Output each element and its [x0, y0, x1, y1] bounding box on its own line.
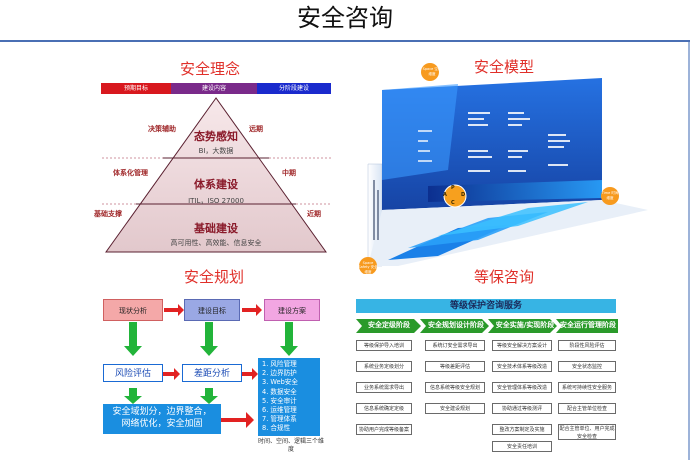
step-grading: 安全定级阶段: [368, 321, 410, 329]
concept-pyramid: [100, 97, 332, 253]
db-item: 等级差距评估: [425, 361, 485, 372]
planning-arrows: [124, 304, 298, 428]
box-plan-items: 1. 风险管理 2. 边界防护 3. Web安全 4. 数据安全 5. 安全审计…: [258, 358, 320, 436]
security-model-3d: [359, 63, 648, 274]
plan-item: 1. 风险管理: [262, 360, 297, 368]
db-item: 等级安全解决方案设计: [492, 340, 552, 351]
plan-item: 6. 运维管理: [262, 406, 297, 415]
box-plan: 建设方案: [264, 299, 320, 321]
db-item: 业务系统需求导出: [356, 382, 412, 393]
tier-base-sub: 高可用性、高效能、信息安全: [170, 239, 262, 247]
step-design: 安全规划设计阶段: [428, 321, 484, 329]
db-item: 阶段性风险评估: [558, 340, 616, 351]
db-item: 配合主管单位、用户完成安全检查: [558, 424, 616, 440]
page-title: 安全咨询: [297, 4, 393, 32]
box-risk-assessment: 风险评估: [103, 364, 163, 382]
right-border: [688, 42, 690, 460]
model-corner-space: Space 空间维度: [422, 67, 442, 76]
db-item: 安全建设规划: [425, 403, 485, 414]
tier-top-title: 态势感知: [194, 130, 238, 143]
left-label-system: 体系化管理: [113, 169, 148, 177]
db-item: 协助用户完成等级备案: [356, 424, 412, 435]
dengbao-section-title: 等保咨询: [474, 268, 535, 286]
model-corner-safety: Space Safety 安全维度: [358, 261, 378, 274]
plan-item: 7. 管理体系: [262, 415, 297, 424]
box-current-analysis: 现状分析: [103, 299, 163, 321]
pdca-a: A: [443, 192, 447, 198]
model-corner-time: Time 时间维度: [601, 191, 619, 200]
right-label-far: 远期: [249, 125, 263, 133]
db-item: 安全管理体系等级改造: [492, 382, 552, 393]
step-implement: 安全实施/实现阶段: [495, 321, 555, 329]
concept-bar-goal: 预期目标: [101, 83, 171, 94]
left-label-base: 基础支撑: [94, 210, 122, 218]
planning-section-title: 安全规划: [184, 268, 245, 286]
plan-item: 8. 合规性: [262, 424, 291, 433]
step-operate: 安全运行管理阶段: [560, 321, 616, 329]
pdca-c: C: [451, 200, 455, 206]
db-item: 等级保护导入培训: [356, 340, 412, 351]
dengbao-step-arrows: [356, 319, 618, 333]
concept-bar-content: 建设内容: [171, 83, 257, 94]
title-divider: [0, 40, 690, 42]
db-item: 系统业务定级划分: [356, 361, 412, 372]
db-item: 整改方案制定及实施: [492, 424, 552, 435]
box-goal: 建设目标: [184, 299, 240, 321]
db-item: 协助通过等级测评: [492, 403, 552, 414]
tier-top-sub: BI，大数据: [198, 147, 234, 155]
dengbao-header: 等级保护咨询服务: [356, 299, 616, 313]
tier-mid-sub: ITIL，ISO 27000: [188, 197, 244, 205]
db-item: 信息系统确定定级: [356, 403, 412, 414]
plan-item: 5. 安全审计: [262, 396, 297, 405]
db-item: 安全技术体系等级改造: [492, 361, 552, 372]
db-item: 系统订安全需求导出: [425, 340, 485, 351]
db-item: 安全责任培训: [492, 441, 552, 452]
tier-base-title: 基础建设: [194, 222, 238, 235]
concept-section-title: 安全理念: [180, 60, 241, 78]
tier-mid-title: 体系建设: [194, 178, 238, 191]
planning-footer-note: 时间、空间、逻辑三个维度: [258, 438, 325, 453]
pdca-p: P: [451, 185, 455, 191]
box-plan-measures: 安全域划分，边界整合，网络优化，安全加固: [103, 404, 221, 434]
left-label-decision: 决策辅助: [148, 125, 176, 133]
model-section-title: 安全模型: [474, 58, 535, 76]
right-label-mid: 中期: [282, 169, 296, 177]
pdca-d: D: [461, 192, 466, 198]
plan-item: 4. 数据安全: [262, 387, 297, 396]
plan-item: 2. 边界防护: [262, 369, 297, 378]
box-gap-analysis: 差距分析: [182, 364, 242, 382]
right-label-near: 近期: [307, 210, 321, 218]
concept-bar-phase: 分阶段建设: [257, 83, 331, 94]
db-item: 配合主管单位检查: [558, 403, 616, 414]
plan-item: 3. Web安全: [262, 378, 298, 387]
db-item: 信息系统等级安全规划: [425, 382, 485, 393]
db-item: 安全状态监控: [558, 361, 616, 372]
db-item: 系统可持续性安全服务: [558, 382, 616, 393]
